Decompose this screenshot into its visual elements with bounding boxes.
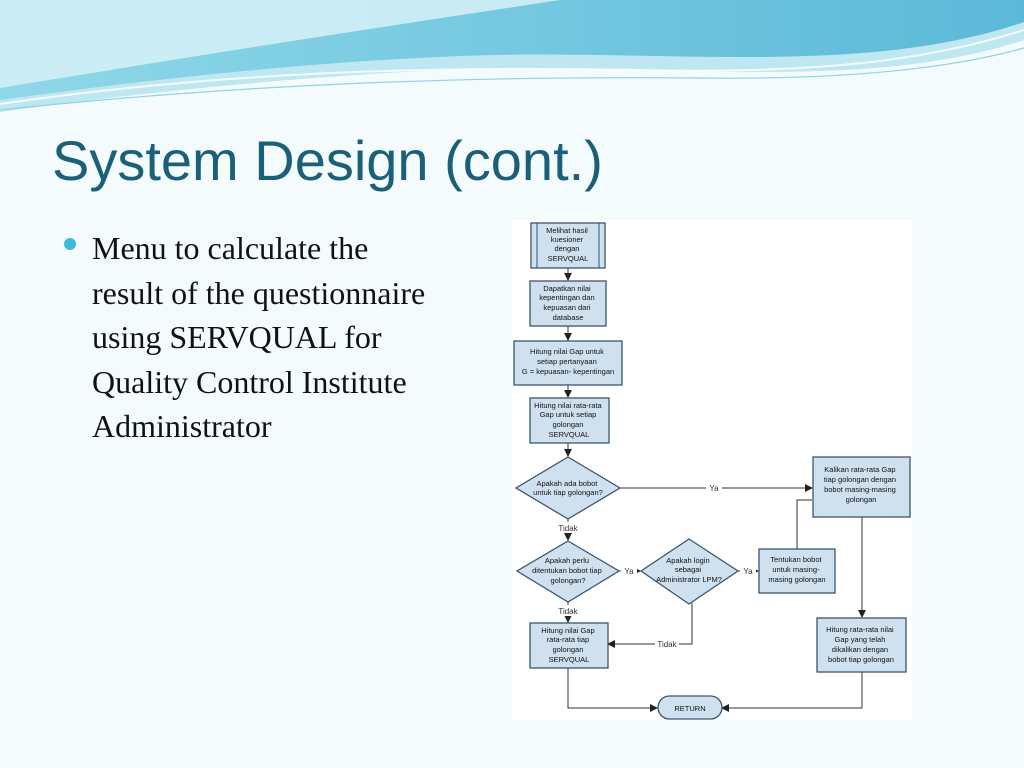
svg-text:RETURN: RETURN bbox=[674, 704, 705, 713]
svg-text:Melihat hasil kuesioner: Melihat hasil kuesioner dengan SERVQUAL bbox=[546, 226, 590, 263]
svg-text:Tentukan bobot untuk mas: Tentukan bobot untuk masing- masing golo… bbox=[768, 555, 825, 584]
flow-node-calc-weighted: Hitung rata-rata nilai Gap yang telah di… bbox=[816, 617, 907, 673]
flow-decision-login: Apakah login sebagai Administrator LPM? bbox=[639, 538, 740, 605]
edge-label-yes: Ya bbox=[743, 567, 753, 576]
flow-node-avg-gap: Hitung nilai rata-rata Gap untuk setiap … bbox=[529, 397, 610, 444]
flow-node-calc-avg: Hitung nilai Gap rata-rata tiap golongan… bbox=[529, 622, 609, 669]
slide-title: System Design (cont.) bbox=[52, 129, 603, 192]
svg-text:Apakah ada bobot untuk t: Apakah ada bobot untuk tiap golongan? bbox=[533, 479, 603, 497]
flow-node-multiply: Kalikan rata-rata Gap tiap golongan deng… bbox=[812, 456, 911, 518]
svg-text:Kalikan rata-rata Gap ti: Kalikan rata-rata Gap tiap golongan deng… bbox=[824, 465, 898, 504]
svg-text:Hitung nilai rata-rata G: Hitung nilai rata-rata Gap untuk setiap … bbox=[534, 401, 604, 439]
header-wave-decoration bbox=[0, 0, 1024, 120]
svg-text:Hitung nilai Gap untuk s: Hitung nilai Gap untuk setiap pertanyaan… bbox=[522, 347, 614, 376]
flow-node-get-values: Dapatkan nilai kepentingan dan kepuasan … bbox=[529, 280, 607, 327]
flow-decision-weight: Apakah ada bobot untuk tiap golongan? bbox=[514, 456, 622, 520]
flow-decision-need-weight: Apakah perlu ditentukan bobot tiap golon… bbox=[515, 540, 621, 603]
svg-text:Hitung nilai Gap rata-ra: Hitung nilai Gap rata-rata tiap golongan… bbox=[541, 626, 596, 664]
edge-label-yes: Ya bbox=[709, 484, 719, 493]
flowchart: Melihat hasil kuesioner dengan SERVQUAL … bbox=[513, 222, 911, 720]
bullet-text: Menu to calculate the result of the ques… bbox=[92, 230, 426, 444]
edge-label-no: Tidak bbox=[558, 607, 578, 616]
edge-label-yes: Ya bbox=[624, 567, 634, 576]
flow-node-start: Melihat hasil kuesioner dengan SERVQUAL bbox=[530, 222, 606, 269]
edge-label-no: Tidak bbox=[558, 524, 578, 533]
flowchart-edge-labels: Ya Tidak Ya Ya Tidak Tidak bbox=[556, 482, 756, 650]
flow-node-gap: Hitung nilai Gap untuk setiap pertanyaan… bbox=[513, 340, 623, 386]
svg-text:Hitung rata-rata nilai G: Hitung rata-rata nilai Gap yang telah di… bbox=[826, 625, 896, 664]
bullet-icon bbox=[64, 238, 76, 250]
svg-text:Apakah login sebagai: Apakah login sebagai Administrator LPM? bbox=[656, 556, 722, 584]
svg-text:Apakah perlu ditentukan: Apakah perlu ditentukan bobot tiap golon… bbox=[532, 556, 604, 585]
edge-label-no: Tidak bbox=[657, 640, 677, 649]
flow-node-return: RETURN bbox=[657, 695, 723, 720]
svg-text:Dapatkan nilai kepenting: Dapatkan nilai kepentingan dan kepuasan … bbox=[539, 284, 597, 322]
flow-node-set-weight: Tentukan bobot untuk masing- masing golo… bbox=[758, 548, 836, 594]
